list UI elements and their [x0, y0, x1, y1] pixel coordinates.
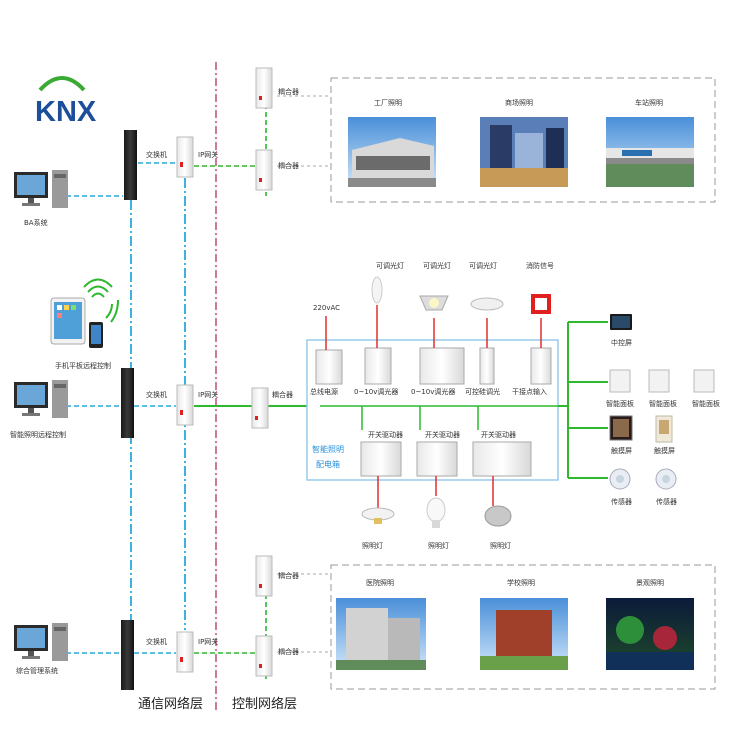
- mobile-control-label: 手机平板远程控制: [55, 361, 111, 370]
- switch-label: 交换机: [146, 637, 167, 646]
- panel-light-icon: [470, 297, 504, 311]
- module-label: 可控硅调光: [465, 387, 500, 396]
- box-title: 配电箱: [316, 459, 340, 469]
- device-label: 智能面板: [649, 399, 677, 408]
- module-label: 0~10v调光器: [411, 387, 455, 396]
- sensor-icon: [609, 468, 677, 490]
- tablet-icon: [50, 297, 86, 345]
- lamp-label: 可调光灯: [469, 261, 497, 270]
- comm-layer-label: 通信网络层: [138, 696, 203, 712]
- network-switch-icon: [121, 130, 137, 690]
- logo-text: KNX: [35, 96, 97, 128]
- driver-label: 开关驱动器: [481, 430, 516, 439]
- smart-panel-icon: [609, 369, 715, 393]
- driver-label: 开关驱动器: [425, 430, 460, 439]
- device-label: 传感器: [611, 497, 632, 506]
- coupler-label: 耦合器: [272, 390, 293, 399]
- central-screen-icon: [610, 314, 632, 330]
- ip-gateway-label: IP网关: [198, 150, 218, 159]
- scene-label: 商场照明: [505, 98, 533, 107]
- computer-icon: [14, 623, 68, 661]
- scene-label: 车站照明: [635, 98, 663, 107]
- power-input-label: 220vAC: [313, 304, 340, 312]
- device-label: 智能面板: [692, 399, 720, 408]
- knx-logo: KNX: [35, 76, 97, 128]
- integrated-management-label: 综合管理系统: [16, 666, 58, 675]
- ip-gateway-label: IP网关: [198, 637, 218, 646]
- coupler-label: 耦合器: [278, 161, 299, 170]
- distribution-box: [306, 339, 559, 481]
- switch-label: 交换机: [146, 390, 167, 399]
- lamp-label: 消防信号: [526, 261, 554, 270]
- power-wire: [325, 305, 542, 508]
- scene-label: 工厂照明: [374, 99, 402, 107]
- lamp-label: 照明灯: [362, 541, 383, 550]
- mall-photo: [480, 117, 568, 187]
- driver-label: 开关驱动器: [368, 430, 403, 439]
- ba-system-label: BA系统: [24, 218, 48, 227]
- coupler-label: 耦合器: [278, 87, 299, 96]
- fire-alarm-icon: [531, 294, 551, 314]
- downlight-icon: [419, 295, 449, 311]
- wifi-icon: [83, 278, 113, 298]
- spotlight-icon: [484, 505, 512, 527]
- landscape-photo: [606, 598, 694, 670]
- device-label: 中控屏: [611, 338, 632, 347]
- bulb-icon: [426, 497, 446, 528]
- logo-arc-icon: [38, 76, 86, 92]
- din-module-icon: [315, 347, 552, 385]
- switch-label: 交换机: [146, 150, 167, 159]
- coupler-label: 耦合器: [278, 571, 299, 580]
- device-label: 触摸屏: [654, 446, 675, 455]
- touch-screen-icon: [609, 415, 673, 443]
- module-label: 干接点输入: [512, 387, 547, 396]
- hospital-photo: [336, 598, 426, 670]
- lamp-label: 可调光灯: [376, 261, 404, 270]
- lamp-label: 可调光灯: [423, 261, 451, 270]
- station-photo: [606, 117, 694, 187]
- ufo-bulb-icon: [361, 507, 395, 524]
- device-label: 传感器: [656, 497, 677, 506]
- bulb-icon: [371, 276, 383, 304]
- lamp-label: 照明灯: [428, 541, 449, 550]
- school-photo: [480, 598, 568, 670]
- scene-label: 医院照明: [366, 578, 394, 587]
- switch-driver-icon: [360, 441, 532, 477]
- device-label: 智能面板: [606, 399, 634, 408]
- bottom-scene-panel: [330, 564, 716, 690]
- lamp-label: 照明灯: [490, 541, 511, 550]
- top-scene-panel: [330, 77, 716, 203]
- control-layer-label: 控制网络层: [232, 696, 297, 712]
- module-label: 总线电源: [310, 387, 338, 396]
- factory-photo: [348, 117, 436, 187]
- scene-label: 景观照明: [636, 579, 664, 587]
- computer-icon: [14, 170, 68, 208]
- box-title: 智能照明: [312, 444, 344, 454]
- device-bus: [558, 321, 608, 479]
- phone-icon: [89, 322, 103, 348]
- wifi-icon: [105, 299, 119, 323]
- remote-control-system-label: 智能照明远程控制: [10, 430, 66, 439]
- ip-gateway-icon: [176, 136, 194, 673]
- coupler-label: 耦合器: [278, 647, 299, 656]
- scene-label: 学校照明: [507, 578, 535, 587]
- computer-icon: [14, 380, 68, 418]
- device-label: 触摸屏: [611, 446, 632, 455]
- module-label: 0~10v调光器: [354, 387, 398, 396]
- coupler-icon: [251, 67, 273, 677]
- ip-gateway-label: IP网关: [198, 390, 218, 399]
